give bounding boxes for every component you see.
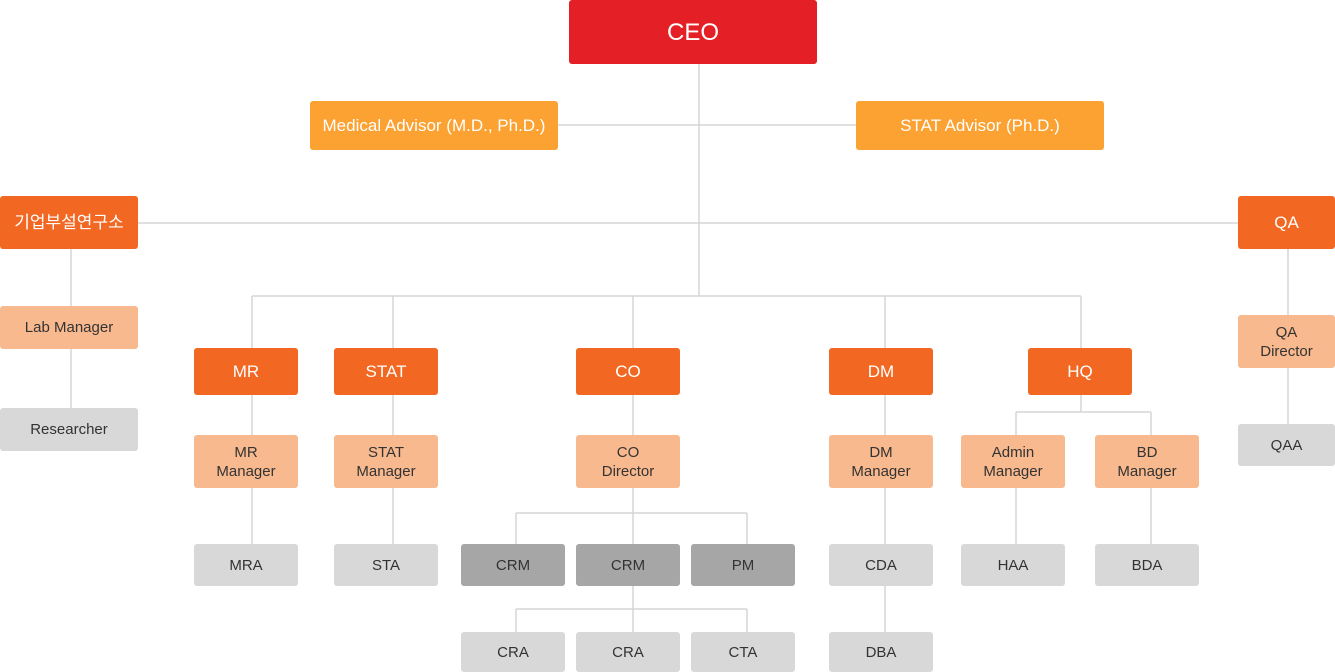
node-dm: DM [829,348,933,395]
node-co: CO [576,348,680,395]
node-cta: CTA [691,632,795,672]
node-haa: HAA [961,544,1065,586]
node-bda: BDA [1095,544,1199,586]
node-hq: HQ [1028,348,1132,395]
node-cra-2: CRA [576,632,680,672]
node-cda: CDA [829,544,933,586]
node-dm-manager: DM Manager [829,435,933,488]
node-medical-advisor: Medical Advisor (M.D., Ph.D.) [310,101,558,150]
node-lab-manager: Lab Manager [0,306,138,349]
node-qaa: QAA [1238,424,1335,466]
node-researcher: Researcher [0,408,138,451]
node-crm-1: CRM [461,544,565,586]
node-pm: PM [691,544,795,586]
node-stat-manager: STAT Manager [334,435,438,488]
node-co-director: CO Director [576,435,680,488]
node-mr-manager: MR Manager [194,435,298,488]
node-bd-manager: BD Manager [1095,435,1199,488]
node-ceo: CEO [569,0,817,64]
node-sta: STA [334,544,438,586]
node-stat: STAT [334,348,438,395]
node-mr: MR [194,348,298,395]
node-admin-manager: Admin Manager [961,435,1065,488]
node-cra-1: CRA [461,632,565,672]
node-dba: DBA [829,632,933,672]
node-qa-director: QA Director [1238,315,1335,368]
node-stat-advisor: STAT Advisor (Ph.D.) [856,101,1104,150]
node-qa: QA [1238,196,1335,249]
node-mra: MRA [194,544,298,586]
node-crm-2: CRM [576,544,680,586]
node-research-institute: 기업부설연구소 [0,196,138,249]
